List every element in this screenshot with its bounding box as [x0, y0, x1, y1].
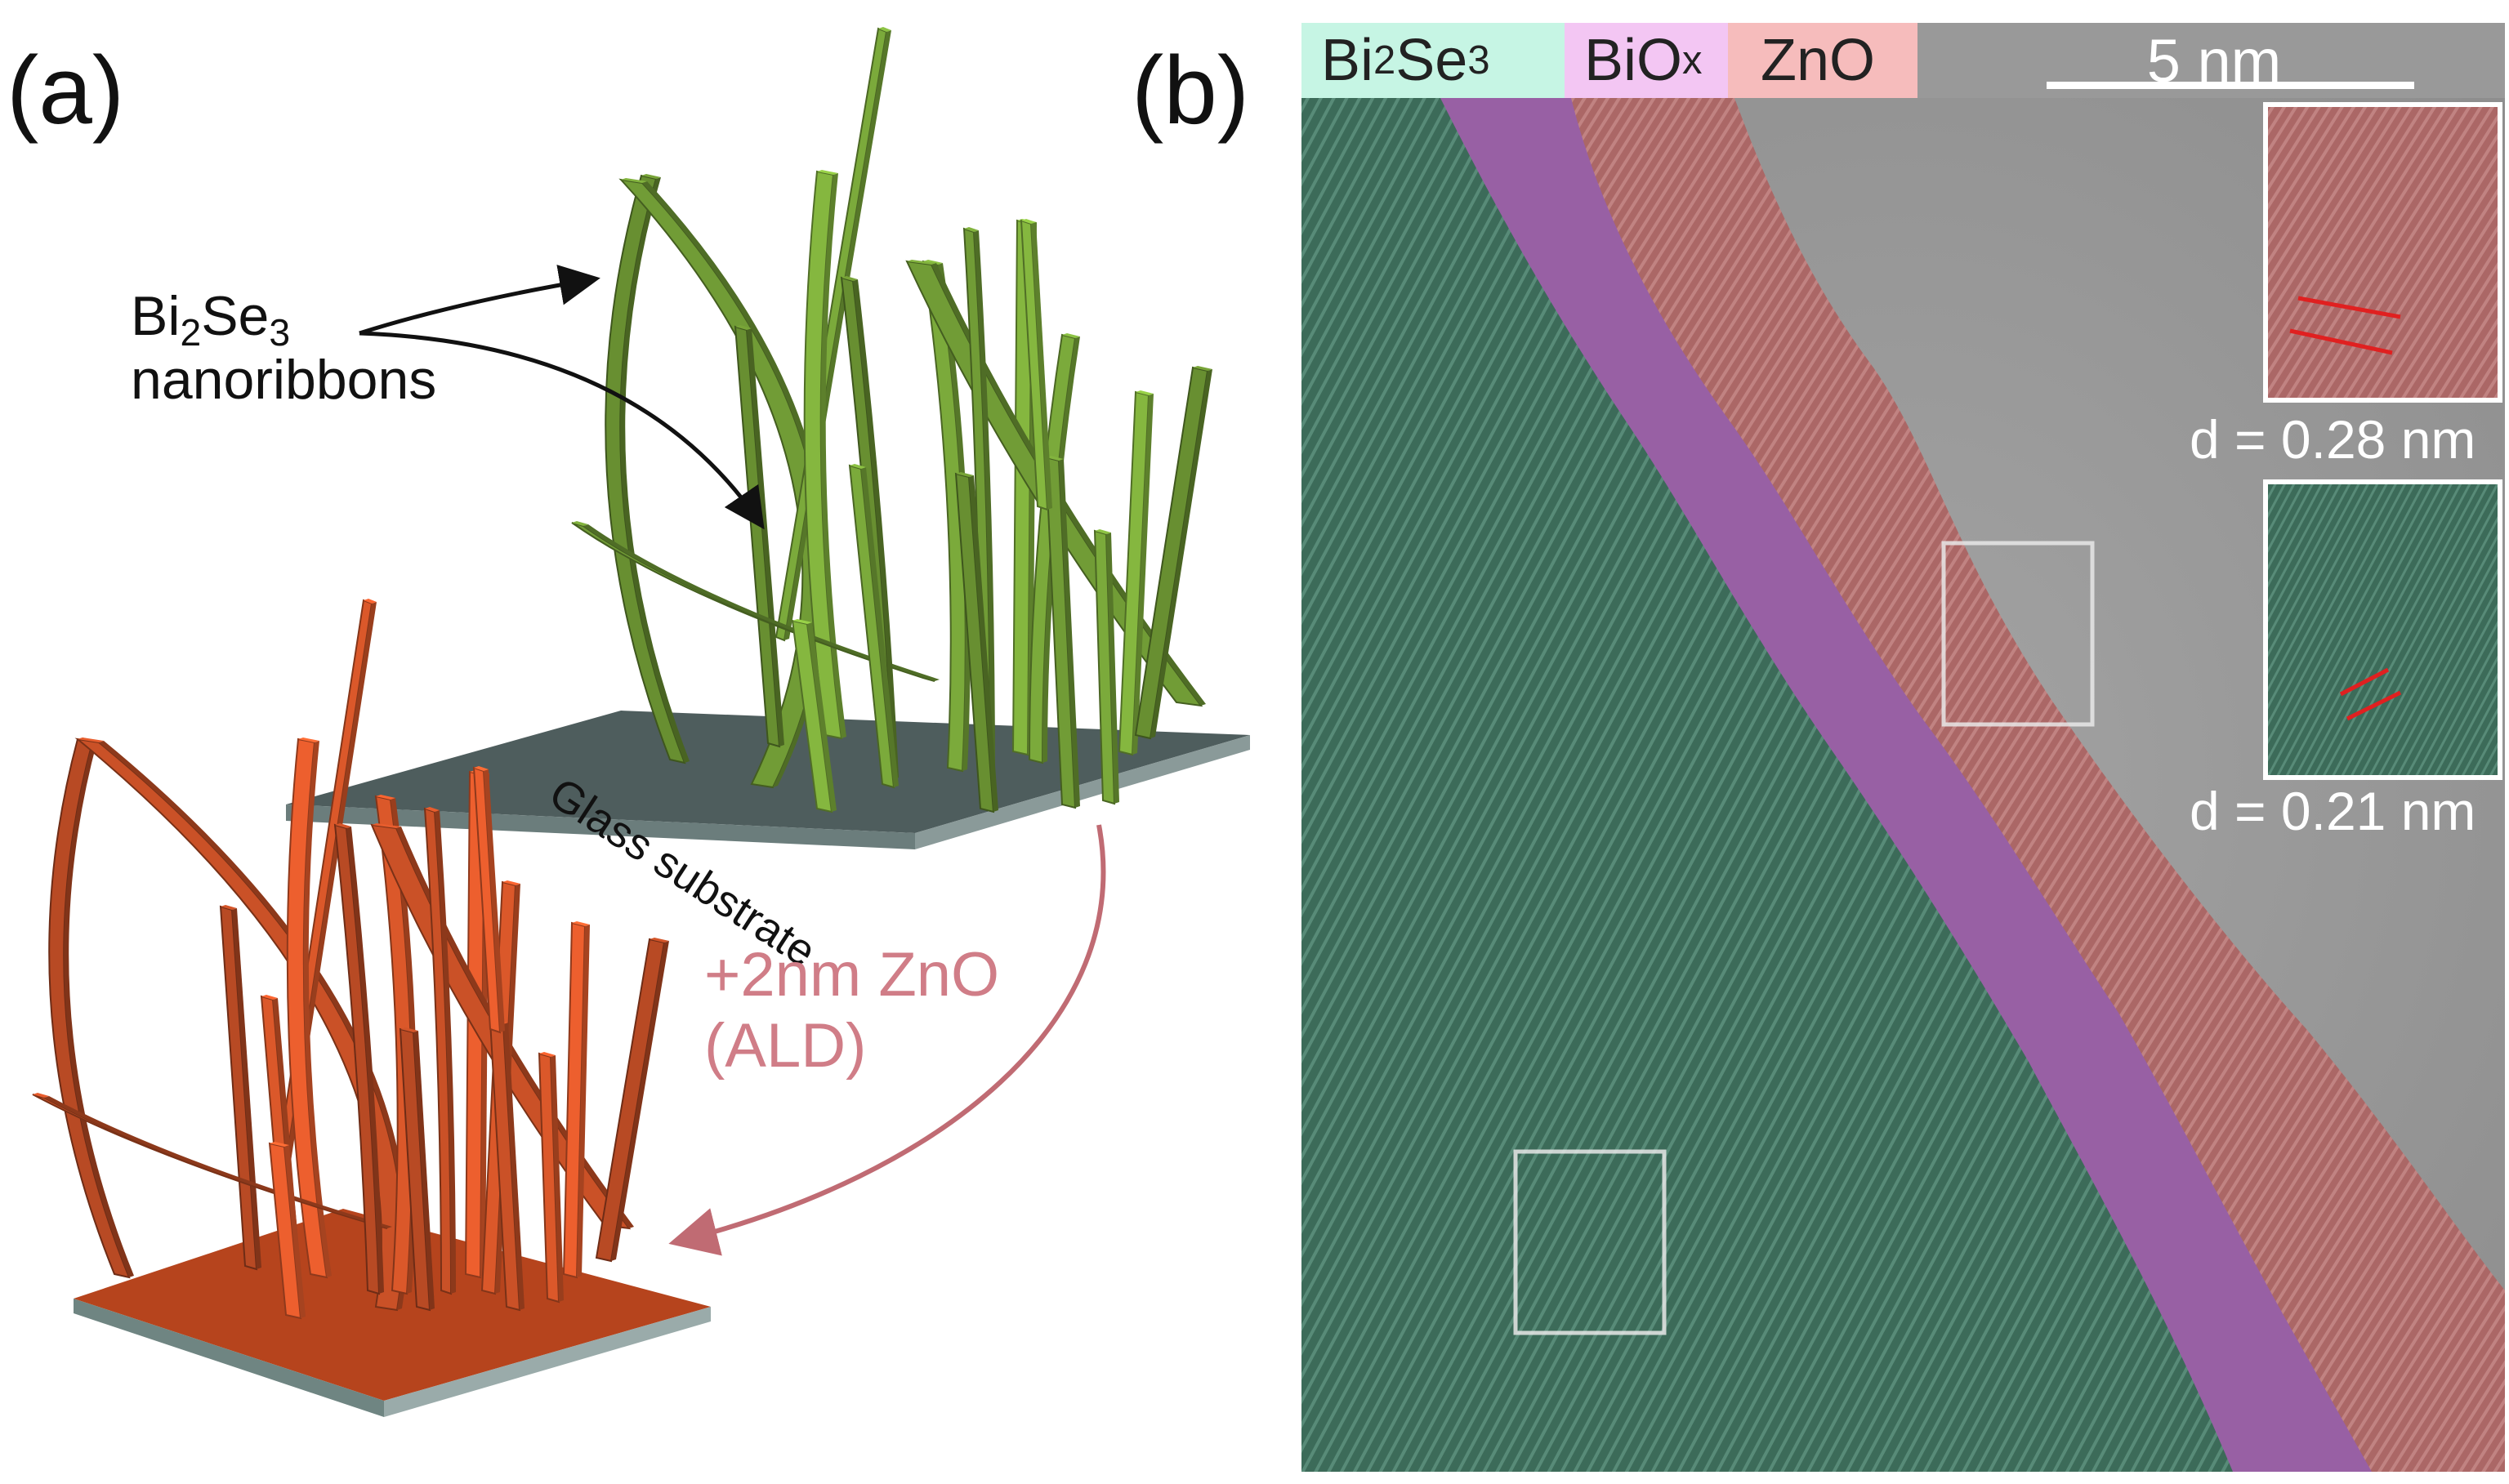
- orange-ribbon-cap-16: [400, 1027, 418, 1032]
- orange-ribbon-side-13: [435, 810, 456, 1294]
- orange-ribbon-cap-5: [33, 1093, 49, 1098]
- green-ribbon-side-11: [1132, 394, 1154, 755]
- ald-process-label: +2nm ZnO (ALD): [704, 940, 1000, 1081]
- green-ribbon-cap-15: [792, 619, 812, 624]
- orange-ribbon-cap-11: [572, 921, 590, 926]
- orange-ribbon-cap-14: [261, 995, 278, 1000]
- orange-ribbon-cap-19: [474, 766, 489, 771]
- green-ribbon-cap-16: [956, 472, 974, 477]
- inset-bi2se3-d-spacing: d = 0.21 nm: [2190, 781, 2476, 841]
- orange-ribbon-side-17: [503, 1023, 525, 1310]
- green-ribbon-cap-18: [1095, 529, 1111, 534]
- orange-ribbon-cap-10: [502, 880, 520, 885]
- orange-ribbon-cap-15: [270, 1142, 289, 1147]
- green-ribbon-side-13: [974, 230, 995, 779]
- orange-ribbon-side-1: [99, 741, 408, 1310]
- green-ribbon-cap-3: [817, 170, 838, 175]
- nanoribbon-label: Bi2Se3 nanoribbons: [131, 285, 437, 412]
- green-ribbon-cap-6: [923, 260, 943, 265]
- orange-ribbon-cap-6: [376, 795, 395, 800]
- nanoribbon-pointer-arrow-upper: [359, 265, 600, 336]
- orange-ribbon-cap-9: [372, 823, 401, 828]
- bi2se3-lattice-mark-1: [2339, 667, 2390, 697]
- coated-nanoribbon-forest: [32, 599, 711, 1417]
- green-ribbon-side-14: [861, 467, 899, 787]
- orange-ribbon-cap-12: [650, 938, 669, 943]
- layer-key-zno: ZnO: [1728, 23, 1917, 98]
- nanoribbon-pointer-arrow-lower: [359, 331, 765, 530]
- green-ribbon-side-8: [853, 279, 899, 779]
- tem-micrograph: [1301, 98, 2505, 1472]
- scale-bar-label: 5 nm: [2146, 27, 2282, 95]
- coated-substrate-side: [384, 1307, 711, 1417]
- orange-ribbon-side-3: [303, 741, 332, 1277]
- orange-ribbon-side-8: [346, 827, 384, 1294]
- green-ribbon-0: [605, 174, 686, 764]
- orange-ribbon-12: [595, 938, 666, 1263]
- green-ribbon-cap-10: [1062, 333, 1080, 338]
- zno-lattice-mark-1: [2297, 296, 2401, 319]
- bi2se3-core-region: [1301, 98, 2233, 1472]
- scale-bar-line: [2047, 82, 2414, 89]
- green-ribbon-cap-13: [964, 227, 979, 232]
- coated-substrate-edge: [74, 1299, 384, 1417]
- orange-ribbon-cap-8: [335, 823, 351, 828]
- panel-a-label: (a): [7, 37, 125, 145]
- orange-ribbon-side-11: [577, 925, 590, 1277]
- green-ribbon-cap-0: [641, 174, 661, 179]
- green-ribbon-side-10: [1042, 336, 1080, 763]
- green-ribbon-cap-2: [878, 27, 891, 32]
- orange-ribbon-side-16: [413, 1031, 435, 1310]
- bi2se3-selection-box: [1513, 1149, 1667, 1335]
- orange-ribbon-cap-2: [364, 599, 377, 604]
- green-ribbon-cap-5: [572, 521, 588, 526]
- green-ribbon-side-12: [1150, 369, 1212, 738]
- orange-ribbon-cap-13: [425, 807, 440, 812]
- green-ribbon-side-3: [820, 173, 846, 738]
- panel-b-label: (b): [1132, 37, 1250, 145]
- green-ribbon-cap-4: [735, 325, 752, 330]
- orange-ribbon-side-12: [611, 941, 669, 1261]
- green-ribbon-side-17: [1059, 459, 1080, 808]
- orange-ribbon-side-15: [284, 1145, 306, 1318]
- zno-lattice-mark-2: [2289, 328, 2393, 355]
- green-ribbon-side-15: [807, 622, 837, 812]
- green-ribbon-side-4: [747, 328, 784, 746]
- green-ribbon-cap-11: [1136, 390, 1154, 395]
- zno-selection-box: [1941, 541, 2095, 727]
- green-ribbon-side-16: [969, 475, 998, 812]
- uncoated-nanoribbon-forest: [286, 27, 1250, 849]
- green-ribbon-side-19: [1031, 222, 1052, 510]
- green-ribbon-cap-12: [1193, 366, 1212, 371]
- orange-ribbon-cap-18: [539, 1052, 556, 1057]
- green-ribbon-side-18: [1106, 533, 1119, 804]
- glass-substrate-edge: [286, 804, 915, 849]
- orange-ribbon-cap-4: [221, 905, 237, 910]
- orange-ribbon-cap-3: [298, 738, 319, 742]
- green-ribbon-cap-8: [842, 276, 858, 281]
- bi2se3-lattice-mark-2: [2346, 690, 2402, 721]
- nanoribbon-schematic: [32, 27, 1250, 1417]
- ald-process-arrow: [668, 824, 1106, 1256]
- inset-bi2se3: [2263, 479, 2502, 780]
- glass-substrate-side: [915, 735, 1250, 849]
- green-ribbon-cap-17: [1046, 456, 1064, 461]
- orange-ribbon-side-18: [551, 1055, 564, 1302]
- orange-ribbon-cap-1: [78, 738, 104, 742]
- inset-zno: [2263, 102, 2502, 403]
- green-ribbon-cap-14: [850, 464, 866, 469]
- green-ribbon-cap-9: [907, 260, 936, 265]
- green-ribbon-cap-1: [621, 178, 647, 183]
- orange-ribbon-side-4: [232, 908, 261, 1269]
- orange-ribbon-0: [48, 738, 131, 1279]
- orange-ribbon-side-19: [484, 769, 505, 1032]
- inset-zno-d-spacing: d = 0.28 nm: [2190, 409, 2476, 470]
- green-ribbon-cap-19: [1021, 219, 1036, 224]
